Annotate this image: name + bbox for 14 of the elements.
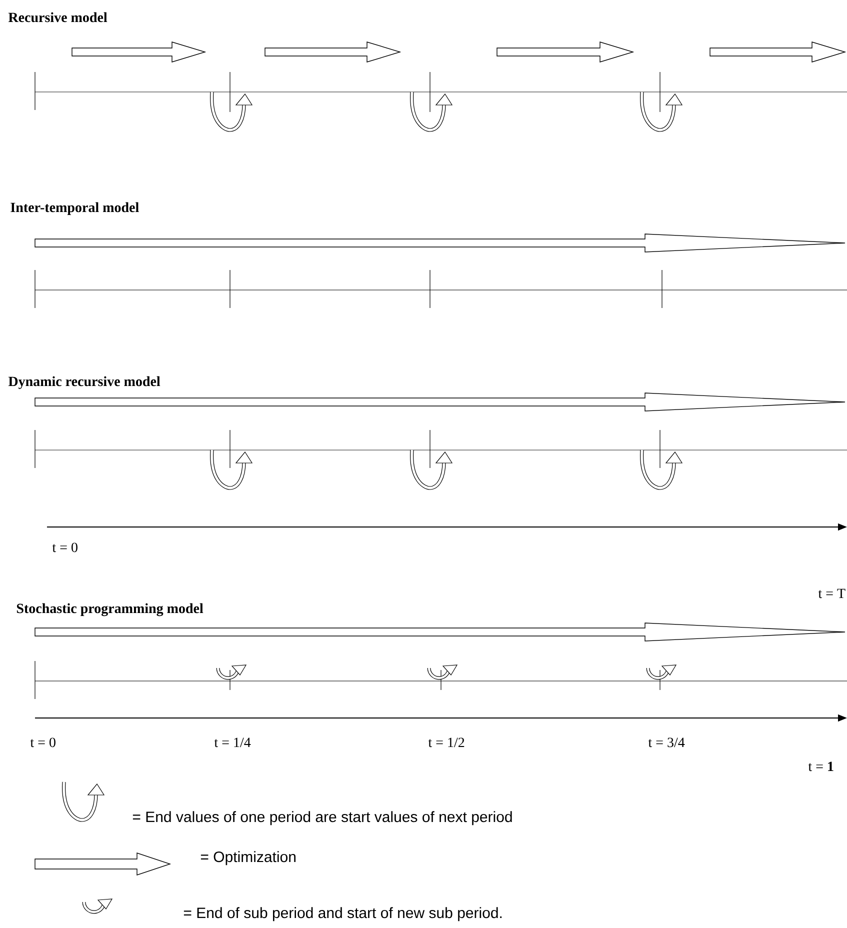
section-heading: Dynamic recursive model — [8, 376, 160, 390]
time-label: t = 0 — [30, 738, 56, 748]
time-label: t = 0 — [52, 542, 78, 552]
time-label: t = 1/4 — [214, 738, 251, 748]
time-label: t = 1/2 — [428, 738, 464, 748]
section-heading: Recursive model — [8, 12, 108, 22]
legend-text: = Optimization — [200, 851, 296, 866]
time-label: t = T — [818, 588, 846, 598]
legend-text: = End values of one period are start values of next period — [132, 811, 512, 826]
section-heading: Stochastic programming model — [16, 603, 204, 616]
section-heading: Inter-temporal model — [10, 202, 139, 215]
time-label: t = 1 — [808, 762, 834, 772]
time-label: t = 3/4 — [648, 738, 685, 748]
legend-text: = End of sub period and start of new sub period. — [184, 907, 502, 922]
